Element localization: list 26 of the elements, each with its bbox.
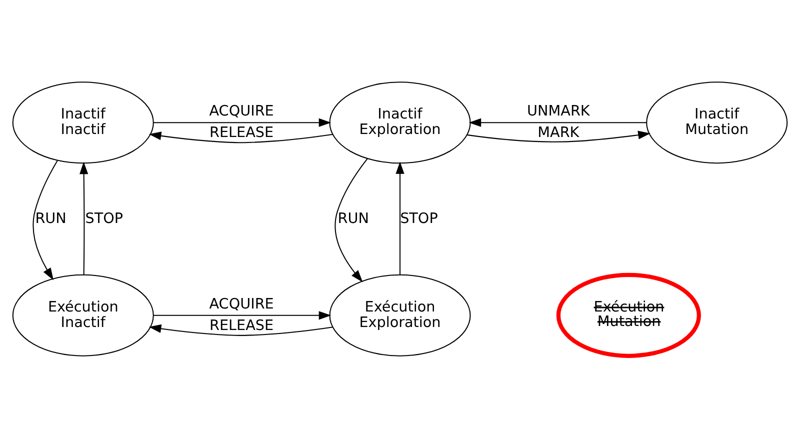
edge-label: RUN [338, 210, 369, 226]
edge-label: STOP [85, 210, 124, 226]
arrow [148, 324, 333, 336]
arrow [467, 130, 650, 142]
edge-label: RUN [35, 210, 66, 226]
arrow [153, 118, 332, 126]
edge-label: RELEASE [210, 124, 274, 141]
arrow [396, 161, 404, 274]
node-ellipse: Inactif Exploration [329, 81, 471, 164]
node-ellipse: Exécution Mutation [556, 272, 701, 358]
arrow [32, 160, 58, 280]
edge-label: ACQUIRE [209, 296, 274, 312]
node-ellipse: Exécution Inactif [12, 274, 154, 356]
edge-label: MARK [538, 124, 580, 141]
node-ellipse: Inactif Inactif [12, 81, 154, 164]
edge-label: UNMARK [527, 103, 590, 120]
node-ellipse: Exécution Exploration [329, 274, 471, 356]
arrow [80, 161, 88, 274]
edge-label: STOP [400, 210, 438, 226]
edge-label: RELEASE [210, 317, 274, 334]
edge-label: ACQUIRE [209, 103, 274, 120]
arrow [334, 158, 368, 282]
node-ellipse: Inactif Mutation [646, 81, 788, 164]
arrow [148, 131, 333, 143]
arrow [468, 118, 646, 126]
arrow [153, 310, 332, 320]
